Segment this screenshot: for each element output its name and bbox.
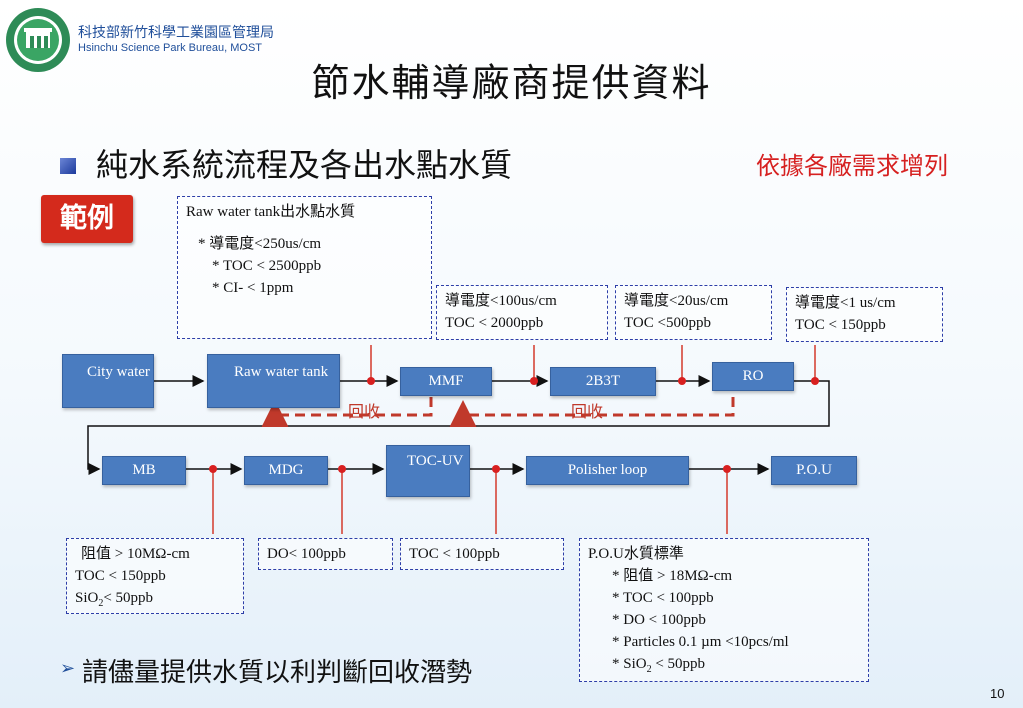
spec-box-2b3t: 導電度<20us/cm TOC <500ppb xyxy=(615,285,772,340)
spec-line: 導電度<20us/cm xyxy=(624,293,729,309)
process-mb: MB xyxy=(102,456,186,485)
bureau-logo xyxy=(4,6,72,74)
spec-line: DO< 100ppb xyxy=(267,546,346,562)
spec-box-ro: 導電度<1 us/cm TOC < 150ppb xyxy=(786,287,943,342)
process-ro: RO xyxy=(712,362,794,391)
spec-line: 導電度<1 us/cm xyxy=(795,295,896,311)
spec-line: * DO < 100ppb xyxy=(612,612,706,628)
page-number: 10 xyxy=(990,686,1005,701)
recycle-label: 回收 xyxy=(571,402,604,421)
spec-line: * Particles 0.1 µm <10pcs/ml xyxy=(612,634,789,650)
spec-line: 阻值 > 10MΩ-cm xyxy=(81,546,190,562)
process-polisher-loop: Polisher loop xyxy=(526,456,689,485)
organization-name-en: Hsinchu Science Park Bureau, MOST xyxy=(78,42,263,54)
process-raw-water-tank: Raw water tank xyxy=(207,354,340,408)
spec-box-raw-water-tank: Raw water tank出水點水質 * 導電度<250us/cm * TOC… xyxy=(177,196,432,339)
spec-line: * 導電度<250us/cm xyxy=(198,236,322,252)
spec-heading: Raw water tank出水點水質 xyxy=(186,204,356,220)
process-mmf: MMF xyxy=(400,367,492,396)
process-pou: P.O.U xyxy=(771,456,857,485)
spec-box-mmf: 導電度<100us/cm TOC < 2000ppb xyxy=(436,285,608,340)
spec-line: 導電度<100us/cm xyxy=(445,293,557,309)
spec-line: TOC <500ppb xyxy=(624,315,711,331)
spec-box-toc-uv: TOC < 100ppb xyxy=(400,538,564,570)
subtitle: 純水系統流程及各出水點水質 xyxy=(96,146,513,184)
example-badge: 範例 xyxy=(41,195,133,243)
footer-instruction: 請儘量提供水質以利判斷回收潛勢 xyxy=(82,658,473,688)
spec-line: * SiO2 < 50ppb xyxy=(612,656,706,675)
organization-name-zh: 科技部新竹科學工業園區管理局 xyxy=(78,25,274,41)
spec-line: * CI- < 1ppm xyxy=(212,280,294,296)
spec-line: SiO2< 50ppb xyxy=(75,590,154,609)
spec-line: * TOC < 2500ppb xyxy=(212,258,322,274)
arrow-bullet-icon: ➢ xyxy=(60,658,76,679)
bullet-square-icon xyxy=(60,158,76,174)
requirement-note: 依據各廠需求增列 xyxy=(756,152,948,180)
spec-box-mdg: DO< 100ppb xyxy=(258,538,393,570)
process-toc-uv: TOC-UV xyxy=(386,445,470,497)
spec-line: TOC < 150ppb xyxy=(795,317,886,333)
recycle-label: 回收 xyxy=(348,402,381,421)
spec-box-mb: 阻值 > 10MΩ-cm TOC < 150ppb SiO2< 50ppb xyxy=(66,538,244,614)
spec-line: TOC < 2000ppb xyxy=(445,315,544,331)
process-mdg: MDG xyxy=(244,456,328,485)
spec-heading: P.O.U水質標準 xyxy=(588,546,684,562)
process-city-water: City water xyxy=(62,354,154,408)
spec-line: * TOC < 100ppb xyxy=(612,590,714,606)
process-2b3t: 2B3T xyxy=(550,367,656,396)
spec-line: TOC < 100ppb xyxy=(409,546,500,562)
spec-box-pou: P.O.U水質標準 * 阻值 > 18MΩ-cm * TOC < 100ppb … xyxy=(579,538,869,682)
spec-line: * 阻值 > 18MΩ-cm xyxy=(612,568,733,584)
spec-line: TOC < 150ppb xyxy=(75,568,166,584)
page-title: 節水輔導廠商提供資料 xyxy=(311,61,712,105)
